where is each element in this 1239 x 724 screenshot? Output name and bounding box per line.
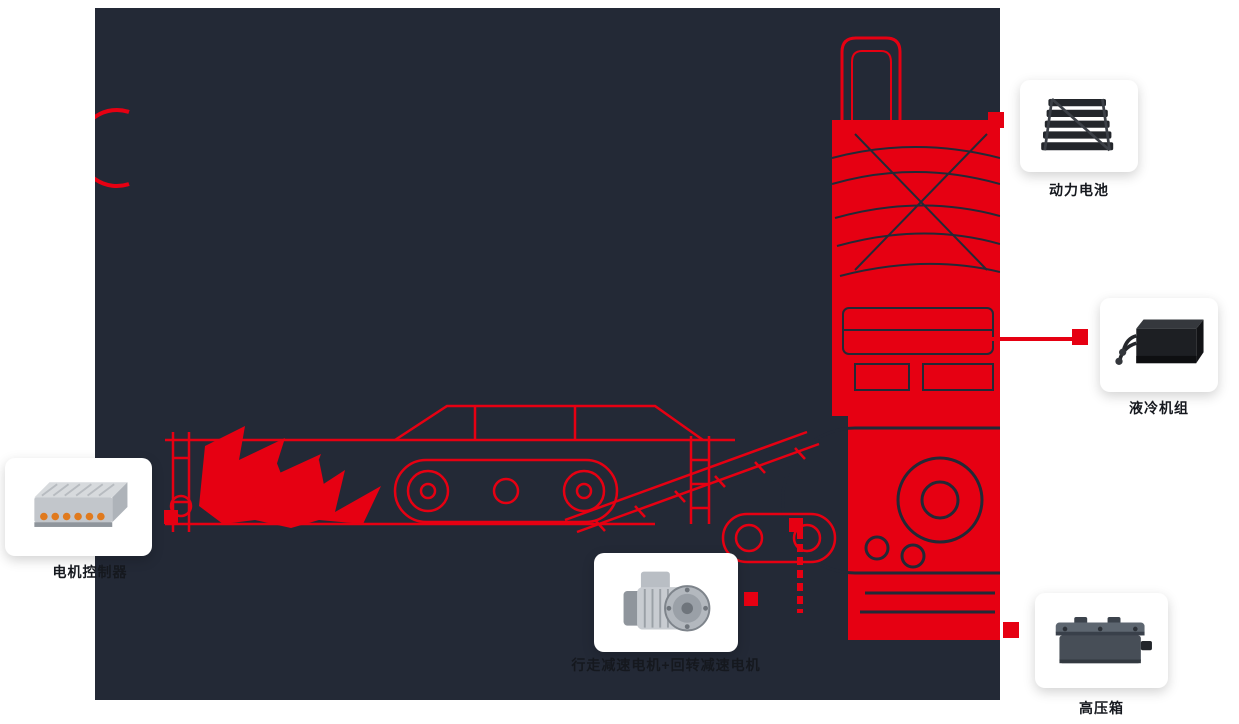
battery-pack-icon xyxy=(1041,97,1114,152)
card-liquid-cooling[interactable] xyxy=(1100,298,1218,392)
connector-node-power-battery xyxy=(988,112,1004,128)
motor-controller-icon xyxy=(33,482,127,527)
callout-label-power-battery: 动力电池 xyxy=(1049,182,1109,198)
callout-label-motor-controller: 电机控制器 xyxy=(52,564,128,580)
excavator-illustration xyxy=(95,36,1000,640)
diagram-panel xyxy=(95,8,1000,700)
callout-label-liquid-cooling: 液冷机组 xyxy=(1129,400,1189,416)
card-power-battery[interactable] xyxy=(1020,80,1138,172)
liquid-cooling-unit-icon xyxy=(1115,319,1204,365)
card-motor-controller[interactable] xyxy=(5,458,152,556)
connector-node-reduction-motors-b xyxy=(789,518,803,532)
callout-label-high-voltage-box: 高压箱 xyxy=(1079,700,1124,716)
connector-node-reduction-motors-a xyxy=(744,592,758,606)
reduction-motors-icon xyxy=(623,571,711,631)
connector-line-liquid-cooling xyxy=(985,337,1080,341)
callout-label-reduction-motors: 行走减速电机+回转减速电机 xyxy=(571,657,761,673)
connector-node-high-voltage-box xyxy=(1003,622,1019,638)
card-reduction-motors[interactable] xyxy=(594,553,738,652)
card-high-voltage-box[interactable] xyxy=(1035,593,1168,688)
high-voltage-box-icon xyxy=(1055,616,1152,663)
connector-node-motor-controller xyxy=(164,510,178,524)
connector-node-liquid-cooling xyxy=(1072,329,1088,345)
